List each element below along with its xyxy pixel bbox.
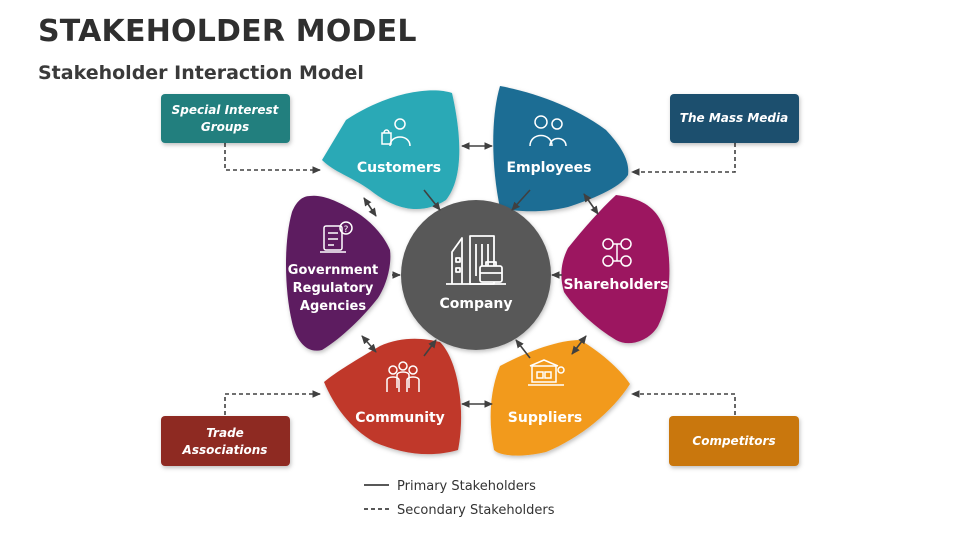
special-interest-label-line-1: Special Interest: [172, 103, 280, 117]
government-petal: [286, 195, 391, 351]
company-label: Company: [439, 296, 512, 312]
trade-associations-box: [161, 416, 290, 466]
legend-primary-label: Primary Stakeholders: [397, 479, 536, 494]
community-label: Community: [355, 410, 445, 426]
community-icon: [386, 361, 420, 392]
trade-label-line-1: Trade: [206, 426, 244, 440]
shopping-customer-icon: [381, 118, 411, 147]
page-title: STAKEHOLDER MODEL: [38, 14, 417, 49]
customers-petal: [322, 90, 460, 209]
community-petal: [324, 338, 462, 455]
svg-text:?: ?: [344, 225, 349, 235]
mass-media-box: [670, 94, 799, 143]
competitors-label: Competitors: [692, 434, 775, 448]
employees-icon: [529, 115, 567, 147]
secondary-connectors: [224, 143, 736, 415]
mass-media-label: The Mass Media: [680, 111, 788, 125]
customers-label: Customers: [357, 160, 441, 176]
suppliers-label: Suppliers: [508, 410, 582, 426]
employees-label: Employees: [506, 160, 591, 176]
company-building-icon: [446, 235, 506, 285]
employees-petal: [493, 86, 629, 212]
shareholders-icon: [602, 238, 632, 267]
competitors-box: [669, 416, 799, 466]
regulatory-document-icon: ?: [320, 221, 353, 253]
shareholders-label: Shareholders: [563, 277, 668, 293]
government-label-line-1: Government: [288, 263, 378, 278]
suppliers-petal: [490, 340, 630, 456]
special-interest-label-line-2: Groups: [201, 120, 249, 134]
primary-connectors: [361, 142, 599, 408]
government-label-line-3: Agencies: [300, 299, 366, 314]
page-subtitle: Stakeholder Interaction Model: [38, 62, 364, 84]
supplier-warehouse-icon: [528, 359, 565, 386]
shareholders-petal: [561, 195, 670, 344]
special-interest-box: [161, 94, 290, 143]
government-label-line-2: Regulatory: [293, 281, 374, 296]
trade-label-line-2: Associations: [182, 443, 268, 457]
legend-secondary-label: Secondary Stakeholders: [397, 503, 555, 518]
